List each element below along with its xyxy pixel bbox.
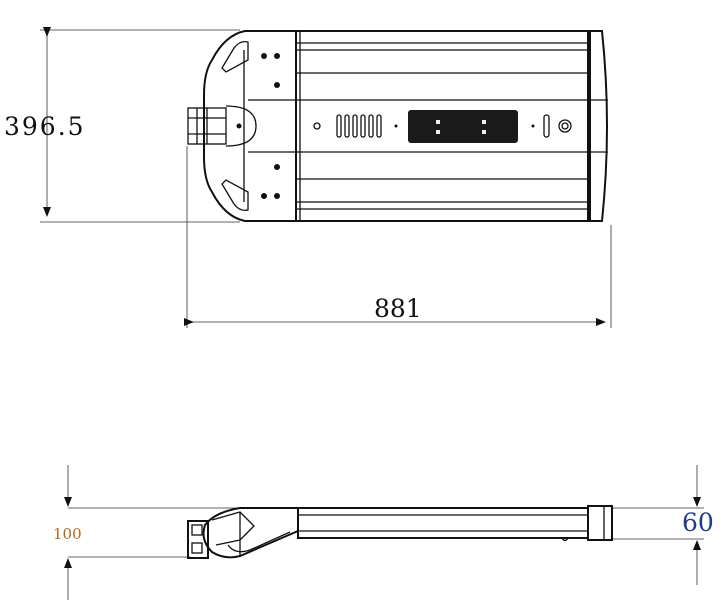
display-panel	[408, 110, 518, 143]
length-dimension	[184, 146, 612, 328]
height-left-label: 100	[53, 525, 82, 543]
handle-side	[187, 507, 299, 559]
end-cap	[587, 30, 608, 222]
control-panel	[313, 110, 572, 143]
handle-top	[187, 30, 296, 222]
height-left-dimension	[64, 465, 298, 600]
top-view	[40, 27, 612, 328]
length-label: 881	[374, 294, 422, 323]
height-right-dimension	[612, 465, 704, 585]
width-dimension	[40, 27, 240, 223]
body-side	[297, 505, 613, 542]
height-right-label: 60	[682, 508, 714, 537]
body-top	[295, 30, 591, 222]
width-label: 396.5	[4, 112, 86, 141]
side-view	[64, 465, 704, 600]
